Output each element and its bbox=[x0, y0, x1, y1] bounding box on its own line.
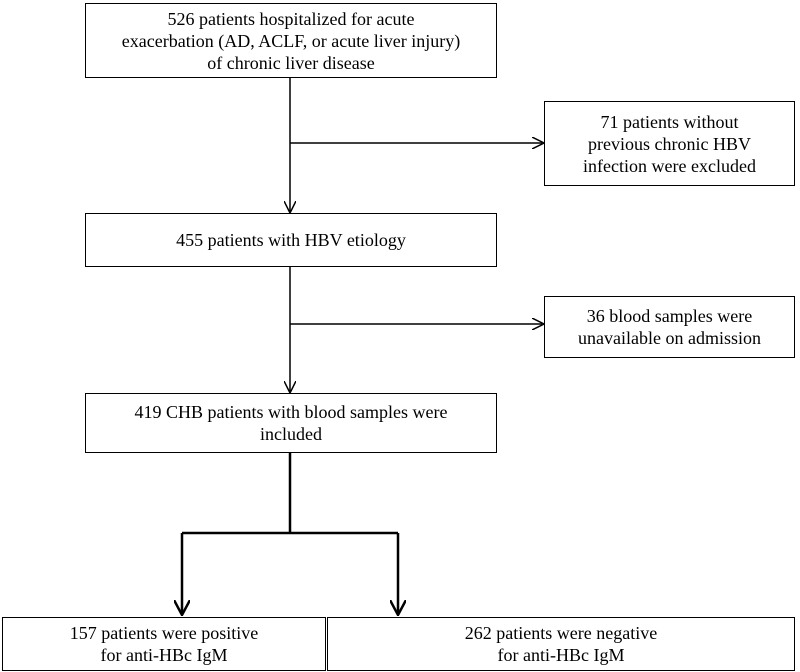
box-excluded-no-hbv-text: 71 patients without previous chronic HBV… bbox=[583, 111, 756, 176]
box-excluded-no-samples: 36 blood samples were unavailable on adm… bbox=[544, 296, 795, 358]
box-chb-included-text: 419 CHB patients with blood samples were… bbox=[134, 402, 448, 444]
box-initial-patients-text: 526 patients hospitalized for acute exac… bbox=[121, 8, 461, 73]
box-excluded-no-samples-text: 36 blood samples were unavailable on adm… bbox=[578, 306, 761, 348]
box-hbv-etiology: 455 patients with HBV etiology bbox=[85, 213, 497, 267]
box-initial-patients: 526 patients hospitalized for acute exac… bbox=[85, 3, 497, 78]
box-igm-positive-text: 157 patients were positive for anti-HBc … bbox=[69, 623, 259, 665]
box-igm-positive: 157 patients were positive for anti-HBc … bbox=[2, 617, 326, 671]
box-chb-included: 419 CHB patients with blood samples were… bbox=[85, 393, 497, 453]
box-hbv-etiology-text: 455 patients with HBV etiology bbox=[176, 230, 406, 250]
box-igm-negative-text: 262 patients were negative for anti-HBc … bbox=[464, 623, 658, 665]
box-igm-negative: 262 patients were negative for anti-HBc … bbox=[327, 617, 795, 671]
box-excluded-no-hbv: 71 patients without previous chronic HBV… bbox=[544, 101, 795, 186]
